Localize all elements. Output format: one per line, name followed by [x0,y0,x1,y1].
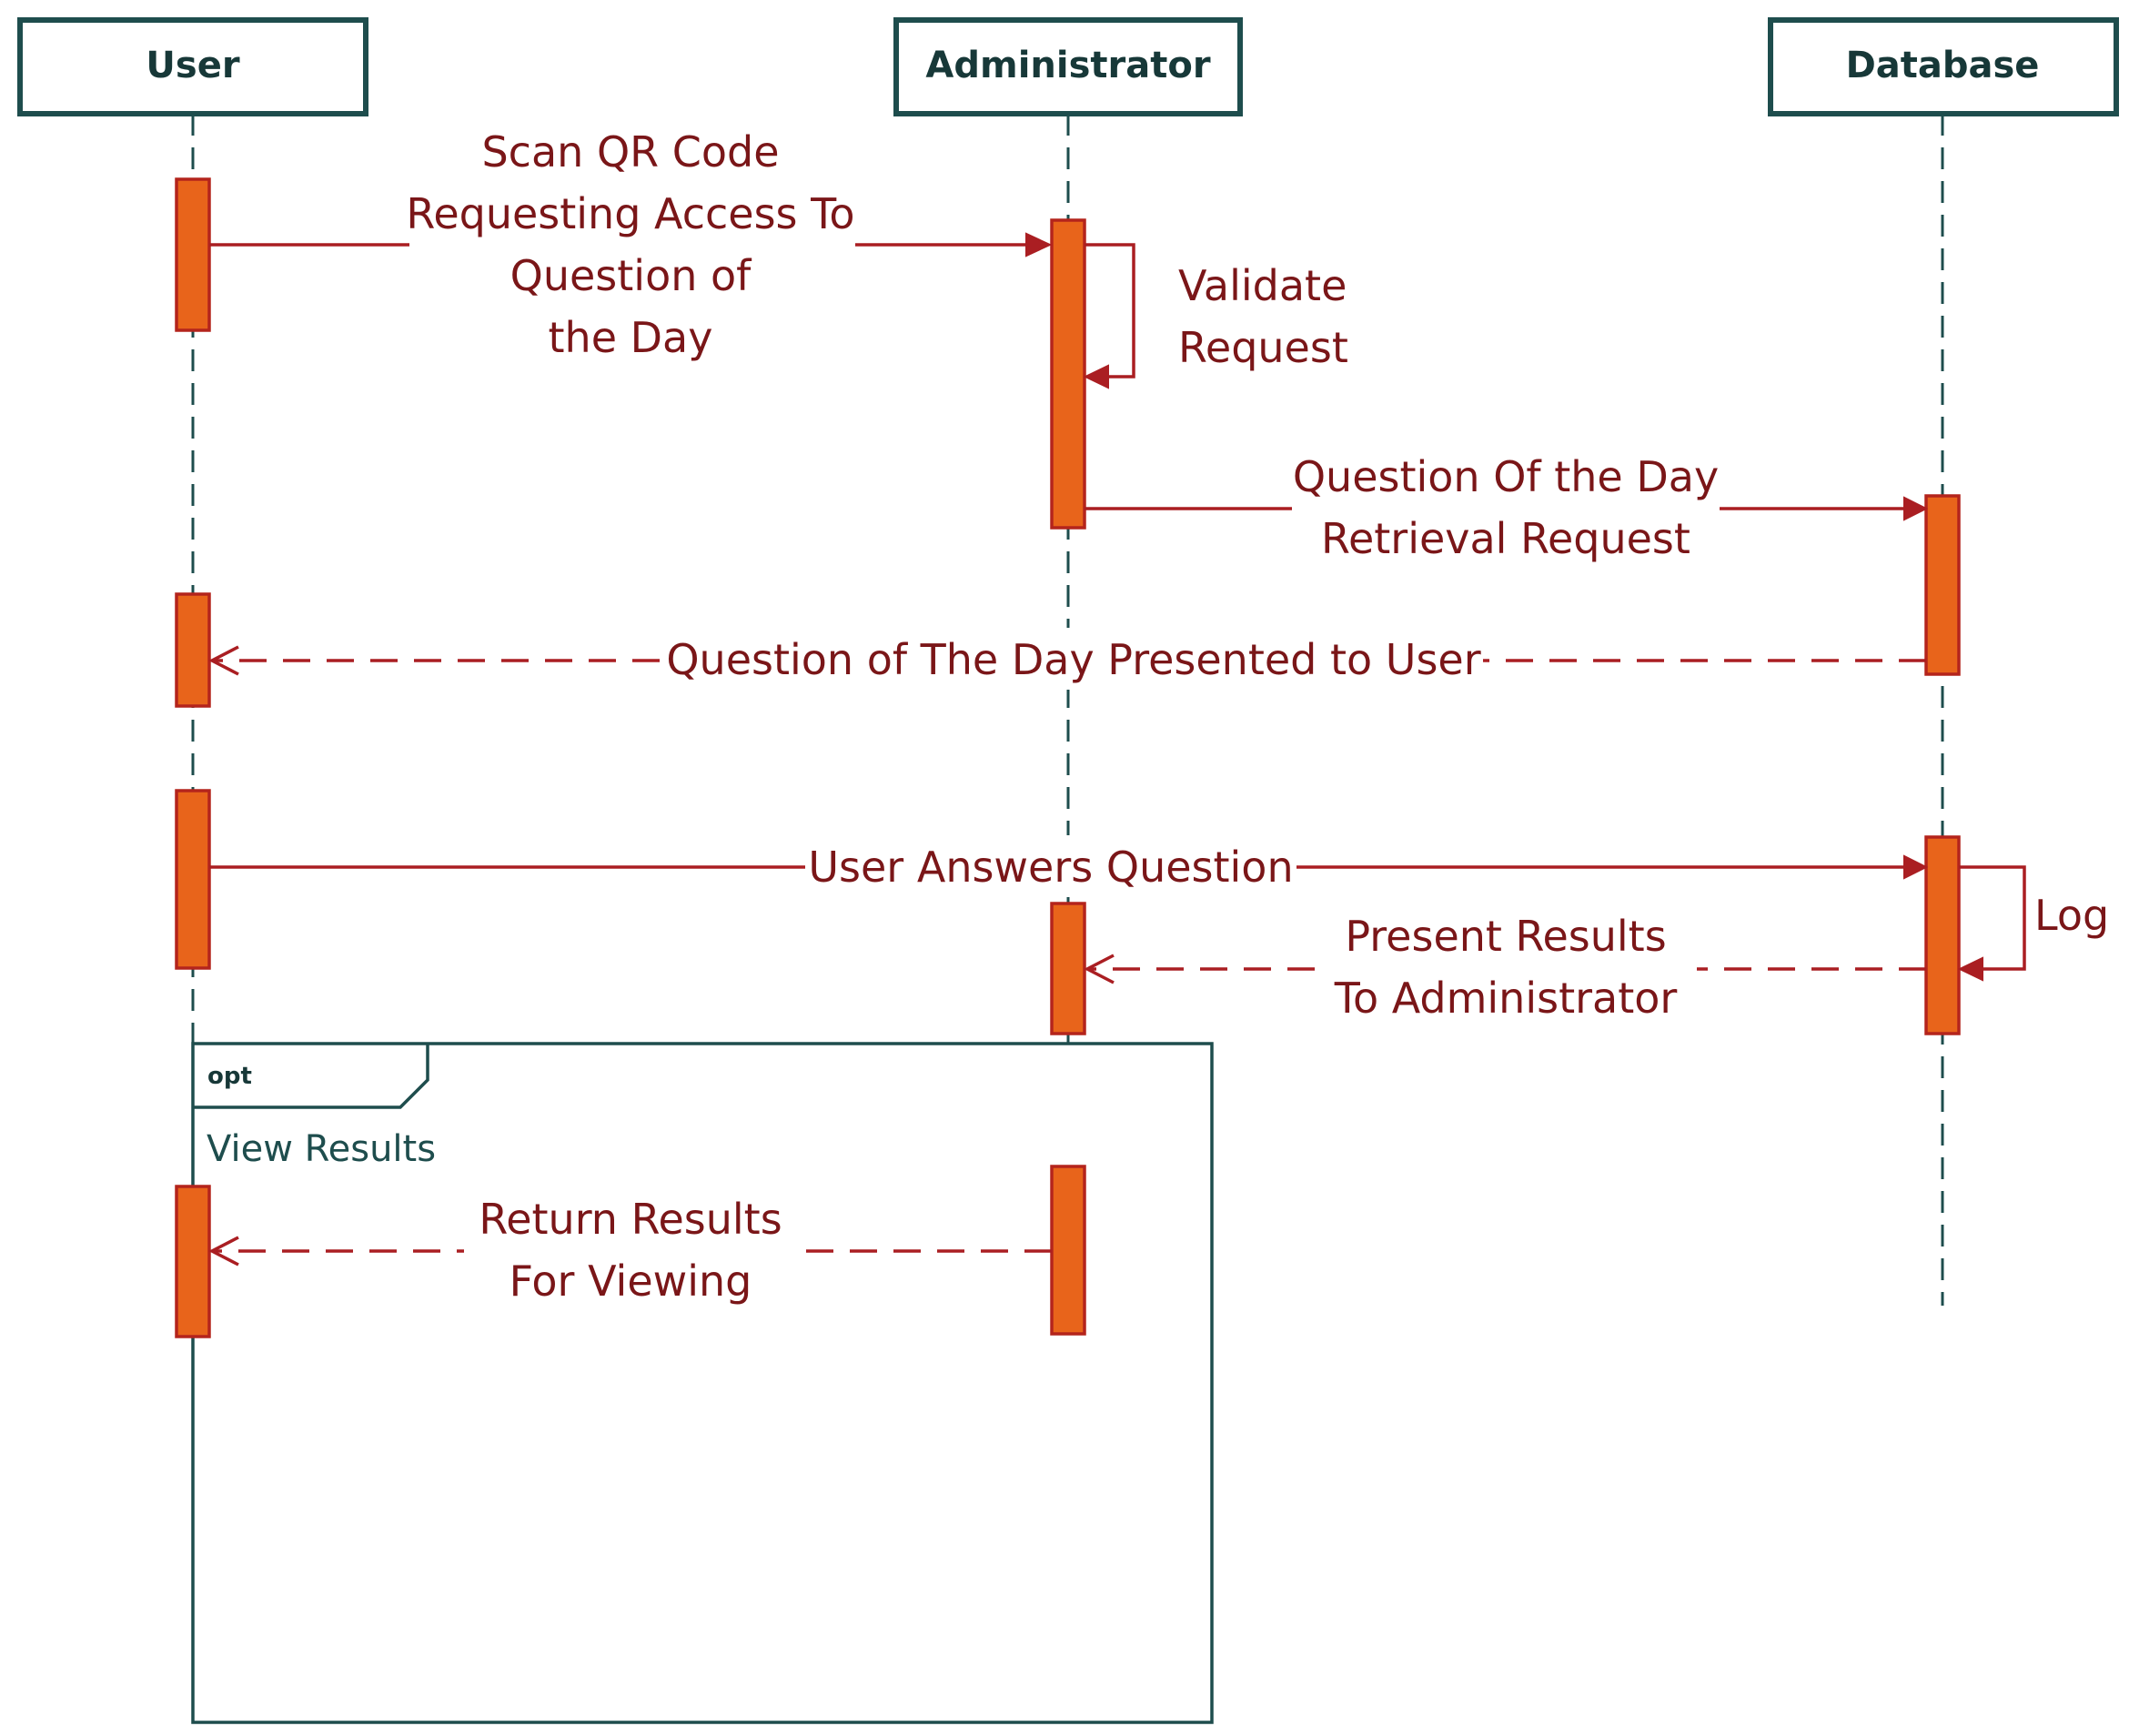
user-activation-4 [175,1185,211,1338]
message-retrieval-request-line-1: Question Of the Day [1293,452,1719,501]
message-question-presented[interactable]: Question of The Day Presented to User [208,628,1926,690]
message-scan-qr-line-2: Requesting Access To [406,189,854,238]
message-validate-request-loop [1085,243,1135,378]
opt-fragment-tag-box [193,1044,429,1109]
message-return-results-arrowhead [208,1236,239,1267]
participant-administrator-box [893,17,1243,116]
message-scan-qr-line-3: Question of [510,251,753,300]
message-return-results-line-1: Return Results [479,1195,782,1244]
message-scan-qr-line-4: the Day [549,313,713,362]
participant-user-label: User [146,45,239,86]
message-user-answers-label: User Answers Question [808,843,1293,892]
participant-administrator-label: Administrator [925,45,1210,86]
message-log-label: Log [2034,891,2109,940]
message-return-results[interactable]: Return Results For Viewing [208,1190,1052,1308]
message-user-answers-arrowhead [1903,854,1929,880]
participant-database[interactable]: Database [1768,17,2119,116]
user-activation-3 [175,789,211,970]
message-log[interactable]: Log [1957,865,2109,982]
participant-user-box [17,17,368,116]
message-scan-qr-line-1: Scan QR Code [481,127,779,177]
message-log-arrowhead [1957,956,1983,982]
participant-database-box [1768,17,2119,116]
message-retrieval-request-line-2: Retrieval Request [1321,514,1690,563]
participant-administrator[interactable]: Administrator [893,17,1243,116]
message-return-results-line-2: For Viewing [510,1257,752,1306]
database-activation-1 [1924,494,1961,676]
opt-fragment: opt View Results [191,1042,1214,1724]
administrator-activation-1 [1050,218,1086,530]
message-validate-request-line-2: Request [1178,323,1348,372]
user-activation-2 [175,592,211,708]
message-present-results[interactable]: Present Results To Administrator [1084,908,1926,1026]
message-validate-request-arrowhead [1083,364,1109,389]
message-retrieval-request[interactable]: Question Of the Day Retrieval Request [1085,448,1929,566]
message-question-presented-arrowhead [208,645,239,676]
opt-operator-label: opt [207,1063,252,1090]
message-log-loop [1959,865,2026,971]
administrator-activation-3 [1050,1165,1086,1336]
message-user-answers[interactable]: User Answers Question [209,835,1929,897]
user-activation-1 [175,177,211,332]
message-present-results-arrowhead [1084,954,1115,984]
participant-database-label: Database [1846,45,2040,86]
participant-user[interactable]: User [17,17,368,116]
message-present-results-line-2: To Administrator [1334,974,1678,1023]
message-question-presented-label: Question of The Day Presented to User [666,635,1480,684]
opt-fragment-frame [191,1042,1214,1724]
message-present-results-line-1: Present Results [1345,912,1666,961]
message-scan-qr-arrowhead [1025,232,1053,257]
database-activation-2 [1924,835,1961,1035]
message-scan-qr[interactable]: Scan QR Code Requesting Access To Questi… [209,127,1053,371]
message-validate-request[interactable]: Validate Request [1083,243,1348,389]
opt-guard-label: View Results [207,1128,436,1170]
message-retrieval-request-arrowhead [1903,496,1929,521]
administrator-activation-2 [1050,902,1086,1035]
message-validate-request-line-1: Validate [1178,261,1347,310]
